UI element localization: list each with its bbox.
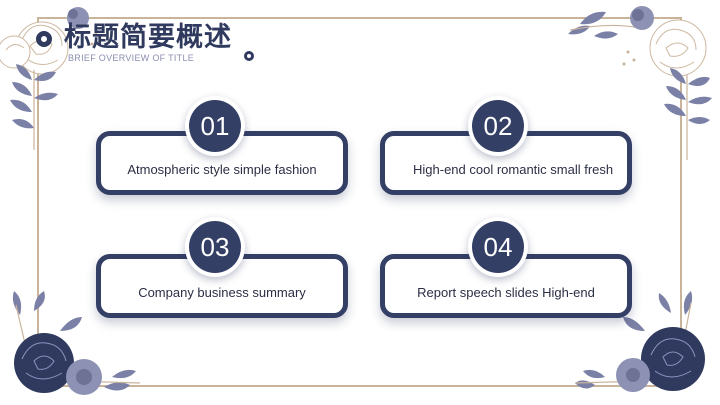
item-text: Report speech slides High-end xyxy=(417,285,595,300)
item-number: 03 xyxy=(189,221,241,273)
item-text: Atmospheric style simple fashion xyxy=(127,162,317,177)
slide-subtitle: BRIEF OVERVIEW OF TITLE xyxy=(68,53,195,63)
bottom-right-flower-decoration xyxy=(574,291,705,392)
top-left-flower-decoration xyxy=(0,7,104,150)
item-number-badge-2: 02 xyxy=(468,96,528,156)
slide-title: 标题简要概述 xyxy=(64,22,232,53)
top-right-flower-decoration xyxy=(568,6,712,160)
slide-frame xyxy=(37,17,682,387)
item-number-badge-3: 03 xyxy=(185,217,245,277)
item-number-badge-1: 01 xyxy=(185,96,245,156)
bottom-left-flower-decoration xyxy=(12,291,141,395)
item-text: Company business summary xyxy=(138,285,306,300)
item-text: High-end cool romantic small fresh xyxy=(413,162,614,177)
title-dot-left xyxy=(36,31,52,47)
item-number: 01 xyxy=(189,100,241,152)
item-number-badge-4: 04 xyxy=(468,217,528,277)
title-dot-right xyxy=(244,51,254,61)
item-number: 02 xyxy=(472,100,524,152)
item-number: 04 xyxy=(472,221,524,273)
